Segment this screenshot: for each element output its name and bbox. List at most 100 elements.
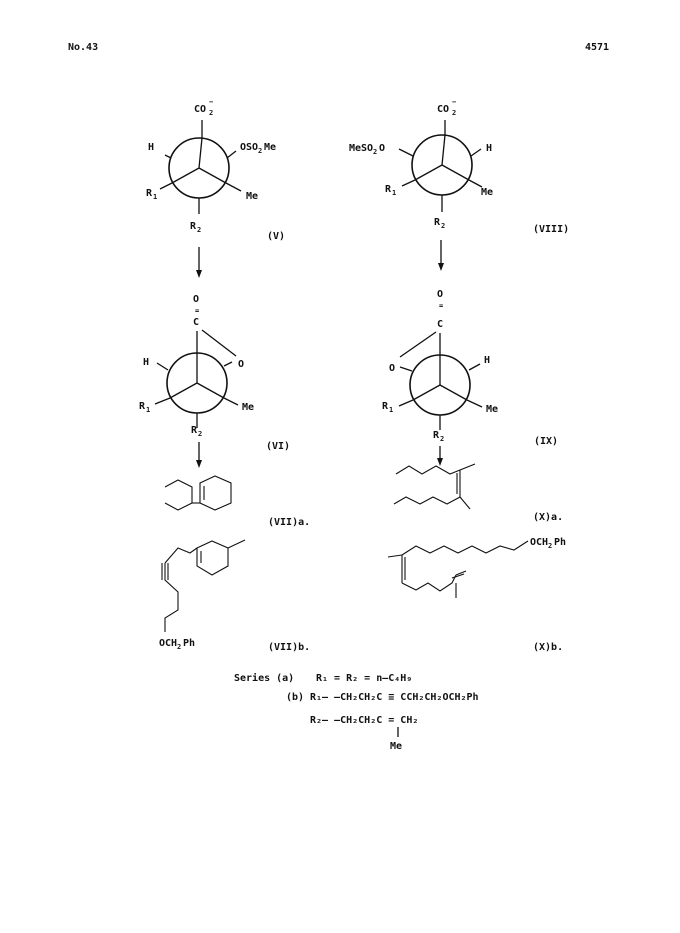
viia-left-chain bbox=[164, 479, 193, 511]
viib-och2ph: OCH bbox=[159, 638, 177, 649]
structure-VIIb: OCH 2 Ph (VII)b. bbox=[159, 539, 310, 653]
vi-double-bond: = bbox=[195, 307, 199, 315]
ix-back-bond-h bbox=[468, 363, 481, 371]
ix-me-label: Me bbox=[486, 404, 498, 415]
ix-r1-label: R bbox=[382, 401, 389, 412]
xa-lower-methyl bbox=[459, 496, 471, 510]
viii-me-label: Me bbox=[481, 187, 493, 198]
structure-IX: O = C O H Me R 1 R 2 (IX) bbox=[382, 289, 558, 447]
xb-vinylidene-a bbox=[455, 570, 467, 576]
viii-r1-label: R bbox=[385, 184, 392, 195]
viii-top-sup: − bbox=[452, 98, 456, 106]
viii-top-label: CO bbox=[437, 104, 449, 115]
vi-o-top: O bbox=[193, 294, 199, 305]
viii-r2-sub: 2 bbox=[441, 222, 445, 230]
viii-mesO2o-tail: O bbox=[379, 143, 385, 154]
structure-VIII: CO 2 − MeSO 2 O H Me R 1 R 2 (VIII) bbox=[349, 98, 569, 235]
ix-bond-r1 bbox=[398, 399, 414, 407]
ix-back-bond-o bbox=[399, 366, 413, 372]
viib-chain-down bbox=[164, 563, 179, 632]
viii-front-bond-right bbox=[441, 164, 470, 181]
ix-front-bond-left bbox=[412, 384, 441, 401]
ix-c-label: C bbox=[437, 319, 443, 330]
viia-ring bbox=[199, 475, 232, 511]
caption-VIII: (VIII) bbox=[533, 224, 569, 235]
v-top-sub: 2 bbox=[209, 109, 213, 117]
arrow-ix-to-xa-head bbox=[437, 458, 443, 466]
caption-VI: (VI) bbox=[266, 441, 290, 452]
ix-r2-sub: 2 bbox=[440, 435, 444, 443]
ix-ring-o: O bbox=[389, 363, 395, 374]
viib-ring bbox=[196, 540, 229, 576]
vi-me-label: Me bbox=[242, 402, 254, 413]
vi-bond-r1 bbox=[154, 397, 171, 405]
xb-long-chain bbox=[401, 540, 529, 556]
series-r2-text: R₂– –CH₂CH₂C = CH₂ bbox=[310, 715, 418, 726]
v-front-bond-right bbox=[198, 167, 227, 184]
v-oso2me-sub: 2 bbox=[258, 147, 262, 155]
viii-top-sub: 2 bbox=[452, 109, 456, 117]
v-front-bond-left bbox=[171, 167, 200, 184]
vi-front-bond-left bbox=[169, 382, 198, 399]
ix-r1-sub: 1 bbox=[389, 406, 393, 414]
vi-r2-sub: 2 bbox=[198, 430, 202, 438]
v-bond-r1 bbox=[159, 182, 173, 190]
v-bond-me bbox=[225, 182, 242, 192]
xb-och2ph: OCH bbox=[530, 537, 548, 548]
ix-front-bond-right bbox=[439, 384, 468, 401]
vi-r1-label: R bbox=[139, 401, 146, 412]
vi-front-bond-right bbox=[196, 382, 225, 399]
caption-Xb: (X)b. bbox=[533, 642, 563, 653]
vi-ring-o: O bbox=[238, 359, 244, 370]
structure-Xa: (X)a. bbox=[393, 463, 563, 523]
xb-methyl-left bbox=[387, 554, 403, 558]
v-back-bond-oso2me bbox=[226, 150, 237, 159]
ix-bond-c-o bbox=[399, 331, 437, 358]
arrow-vi-to-viia-head bbox=[196, 460, 202, 468]
viii-back-bond-h bbox=[470, 148, 482, 157]
viii-r2-label: R bbox=[434, 217, 441, 228]
viii-front-bond-left bbox=[414, 164, 443, 181]
ix-bond-me bbox=[466, 399, 483, 408]
ix-r2-label: R bbox=[433, 430, 440, 441]
arrow-v-to-vi-head bbox=[196, 270, 202, 278]
v-oso2me-label: OSO bbox=[240, 142, 258, 153]
series-a-label: Series (a) bbox=[234, 672, 294, 684]
xa-upper-chain bbox=[395, 465, 461, 475]
xb-lower-chain bbox=[401, 574, 457, 592]
viib-och2ph-tail: Ph bbox=[183, 638, 195, 649]
vi-bond-me bbox=[223, 397, 239, 406]
xb-och2ph-tail: Ph bbox=[554, 537, 566, 548]
vi-c-label: C bbox=[193, 317, 199, 328]
structure-V: CO 2 − H OSO 2 Me Me R 1 R 2 (V) bbox=[146, 98, 285, 242]
xa-lower-chain bbox=[393, 496, 461, 505]
caption-VIIb: (VII)b. bbox=[268, 642, 310, 653]
vi-back-bond-h bbox=[156, 362, 169, 371]
viii-r1-sub: 1 bbox=[392, 189, 396, 197]
vi-h-label: H bbox=[143, 357, 149, 368]
v-oso2me-tail: Me bbox=[264, 142, 276, 153]
vi-bond-c-o bbox=[201, 329, 237, 357]
viib-ring-methyl bbox=[227, 539, 246, 549]
series-legend: Series (a) R₁ = R₂ = n–C₄H₉ (b) R₁– –CH₂… bbox=[234, 672, 479, 752]
caption-V: (V) bbox=[267, 231, 285, 242]
vi-r2-label: R bbox=[191, 425, 198, 436]
caption-VIIa: (VII)a. bbox=[268, 517, 310, 528]
ix-double-bond: = bbox=[439, 302, 443, 310]
xb-vinylidene-b bbox=[451, 573, 465, 579]
viii-front-bond-up bbox=[441, 134, 446, 166]
arrow-viii-to-ix-head bbox=[438, 263, 444, 271]
viii-bond-me bbox=[468, 179, 483, 188]
viib-chain-top bbox=[164, 547, 198, 564]
journal-issue-number: No.43 bbox=[68, 42, 99, 53]
v-r1-label: R bbox=[146, 188, 153, 199]
page-number: 4571 bbox=[585, 42, 610, 53]
v-h-label: H bbox=[148, 142, 154, 153]
ix-o-top: O bbox=[437, 289, 443, 300]
structure-VIIa: (VII)a. bbox=[164, 475, 310, 528]
ix-h-label: H bbox=[484, 355, 490, 366]
vi-back-bond-o bbox=[223, 361, 233, 367]
v-back-bond-h bbox=[164, 154, 172, 159]
